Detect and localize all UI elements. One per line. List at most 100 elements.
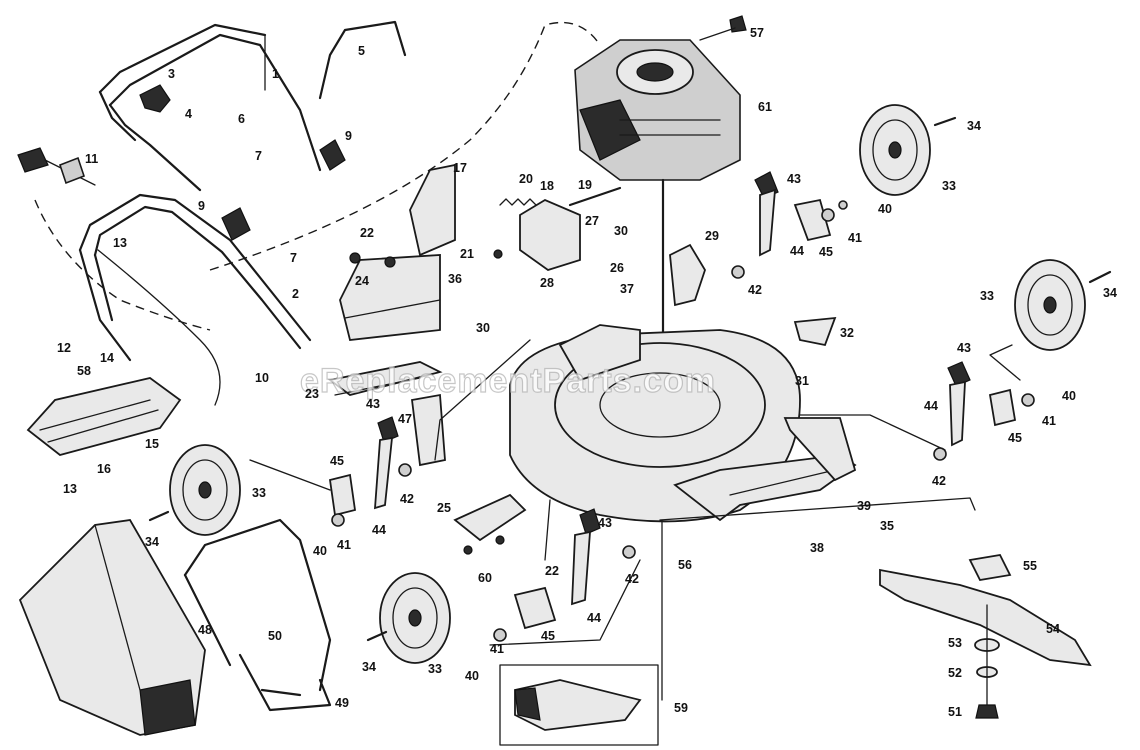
callout-6: 6 <box>238 112 245 126</box>
callout-50: 50 <box>268 629 282 643</box>
bracket-17 <box>409 163 456 257</box>
callout-22-2: 22 <box>545 564 559 578</box>
callout-11: 11 <box>85 152 98 166</box>
nut-21 <box>493 249 503 259</box>
callout-39: 39 <box>857 499 871 513</box>
callout-52: 52 <box>948 666 962 680</box>
lever-43c <box>377 416 399 443</box>
callout-17: 17 <box>453 161 467 175</box>
rear-skirt <box>339 254 441 341</box>
bracket-18 <box>519 198 581 271</box>
callout-9: 9 <box>345 129 352 143</box>
callout-7-2: 7 <box>290 251 297 265</box>
callout-44-2: 44 <box>924 399 938 413</box>
callout-60: 60 <box>478 571 492 585</box>
callout-1: 1 <box>272 67 279 81</box>
callout-54: 54 <box>1046 622 1060 636</box>
callout-38: 38 <box>810 541 824 555</box>
cable-clip <box>319 139 346 171</box>
watermark: eReplacementParts.com <box>300 362 716 400</box>
callout-23: 23 <box>305 387 319 401</box>
callout-26: 26 <box>610 261 624 275</box>
callout-33-4: 33 <box>428 662 442 676</box>
callout-45: 45 <box>819 245 833 259</box>
bracket-45c <box>328 473 357 517</box>
callout-19: 19 <box>578 178 592 192</box>
callout-43-3: 43 <box>366 397 380 411</box>
callout-9-2: 9 <box>198 199 205 213</box>
blade-bolt-51 <box>975 704 999 719</box>
callout-45-2: 45 <box>1008 431 1022 445</box>
callout-56: 56 <box>678 558 692 572</box>
callout-40-3: 40 <box>313 544 327 558</box>
wheel-front-left <box>379 572 451 664</box>
callout-43-4: 43 <box>598 516 612 530</box>
lower-handle <box>78 193 312 362</box>
starter-handle <box>17 147 49 173</box>
spring-20 <box>499 198 537 206</box>
callout-53: 53 <box>948 636 962 650</box>
callout-41-3: 41 <box>337 538 351 552</box>
blade-adapter <box>968 554 1012 581</box>
bracket-47 <box>411 393 446 467</box>
bag-handle <box>238 653 332 712</box>
callout-36: 36 <box>448 272 462 286</box>
callout-37: 37 <box>620 282 634 296</box>
callout-43: 43 <box>787 172 801 186</box>
wheel-front-right <box>1014 259 1086 351</box>
grass-bag <box>18 519 206 736</box>
callout-32: 32 <box>840 326 854 340</box>
leader-lines <box>249 339 1021 701</box>
bolt-19 <box>568 186 622 207</box>
callout-14: 14 <box>100 351 114 365</box>
callout-10: 10 <box>255 371 269 385</box>
control-cable-leader <box>34 199 211 331</box>
callout-47: 47 <box>398 412 412 426</box>
chute-door <box>793 316 837 347</box>
callout-5: 5 <box>358 44 365 58</box>
callout-40-4: 40 <box>465 669 479 683</box>
screw-57 <box>729 15 747 33</box>
callout-7: 7 <box>255 149 262 163</box>
lever-43d <box>579 508 601 535</box>
callout-31: 31 <box>795 374 809 388</box>
callout-45-3: 45 <box>330 454 344 468</box>
callout-35: 35 <box>880 519 894 533</box>
baffle-25 <box>453 493 527 542</box>
callout-41-2: 41 <box>1042 414 1056 428</box>
callout-40: 40 <box>878 202 892 216</box>
cable-clip-lower <box>221 207 251 241</box>
rope-guide <box>59 156 85 185</box>
callout-44-4: 44 <box>587 611 601 625</box>
callout-61: 61 <box>758 100 772 114</box>
callout-21: 21 <box>460 247 474 261</box>
callout-13: 13 <box>113 236 127 250</box>
callout-34-2: 34 <box>1103 286 1117 300</box>
callout-33: 33 <box>942 179 956 193</box>
callout-30: 30 <box>614 224 628 238</box>
upper-handle <box>98 23 322 192</box>
callout-18: 18 <box>540 179 554 193</box>
callout-29: 29 <box>705 229 719 243</box>
callout-42: 42 <box>748 283 762 297</box>
callout-16: 16 <box>97 462 111 476</box>
callout-33-2: 33 <box>980 289 994 303</box>
discharge-deflector <box>673 417 857 522</box>
callout-42-3: 42 <box>400 492 414 506</box>
callout-45-4: 45 <box>541 629 555 643</box>
handle-lower-guide <box>97 249 221 406</box>
control-bail <box>318 20 407 100</box>
callout-13-2: 13 <box>63 482 77 496</box>
callout-4: 4 <box>185 107 192 121</box>
lever-43b <box>947 361 971 387</box>
bracket-45d <box>513 586 557 630</box>
plate-23 <box>327 361 443 396</box>
rear-shield <box>26 377 182 456</box>
callout-49: 49 <box>335 696 349 710</box>
callout-41: 41 <box>848 231 862 245</box>
callout-15: 15 <box>145 437 159 451</box>
engine-control <box>139 84 171 113</box>
callout-55: 55 <box>1023 559 1037 573</box>
